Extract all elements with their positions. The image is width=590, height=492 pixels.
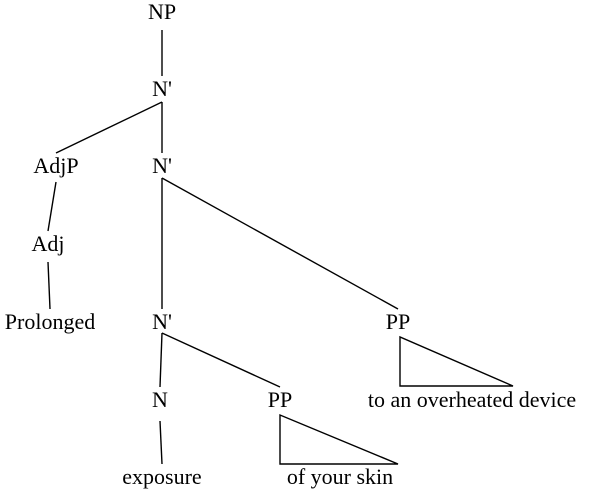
node-nbar2: N': [152, 153, 172, 178]
tree-edges: [47, 30, 514, 465]
edge-nbar2-to-pp-device: [161, 177, 399, 310]
node-nbar1: N': [152, 76, 172, 101]
node-word-skin: of your skin: [287, 464, 393, 489]
edge-adjp-to-adj: [47, 181, 57, 232]
roof-triangle-pp-skin: [279, 413, 399, 465]
edge-adj-to-word-prolonged: [47, 261, 51, 310]
edge-nbar3-to-pp-skin: [161, 332, 281, 388]
edge-n-to-word-exposure: [159, 420, 163, 465]
edge-nbar1-to-adjp: [55, 101, 163, 154]
node-pp-skin: PP: [268, 387, 292, 412]
node-np: NP: [148, 0, 176, 24]
roof-triangle-pp-device: [399, 335, 514, 387]
node-nbar3: N': [152, 309, 172, 334]
node-adj: Adj: [32, 231, 65, 256]
node-pp-device: PP: [386, 309, 410, 334]
node-word-exposure: exposure: [122, 464, 201, 489]
edge-nbar3-to-n: [159, 332, 163, 388]
node-word-device: to an overheated device: [368, 387, 576, 412]
node-adjp: AdjP: [33, 153, 78, 178]
node-n: N: [152, 387, 168, 412]
node-word-prolonged: Prolonged: [5, 309, 95, 334]
